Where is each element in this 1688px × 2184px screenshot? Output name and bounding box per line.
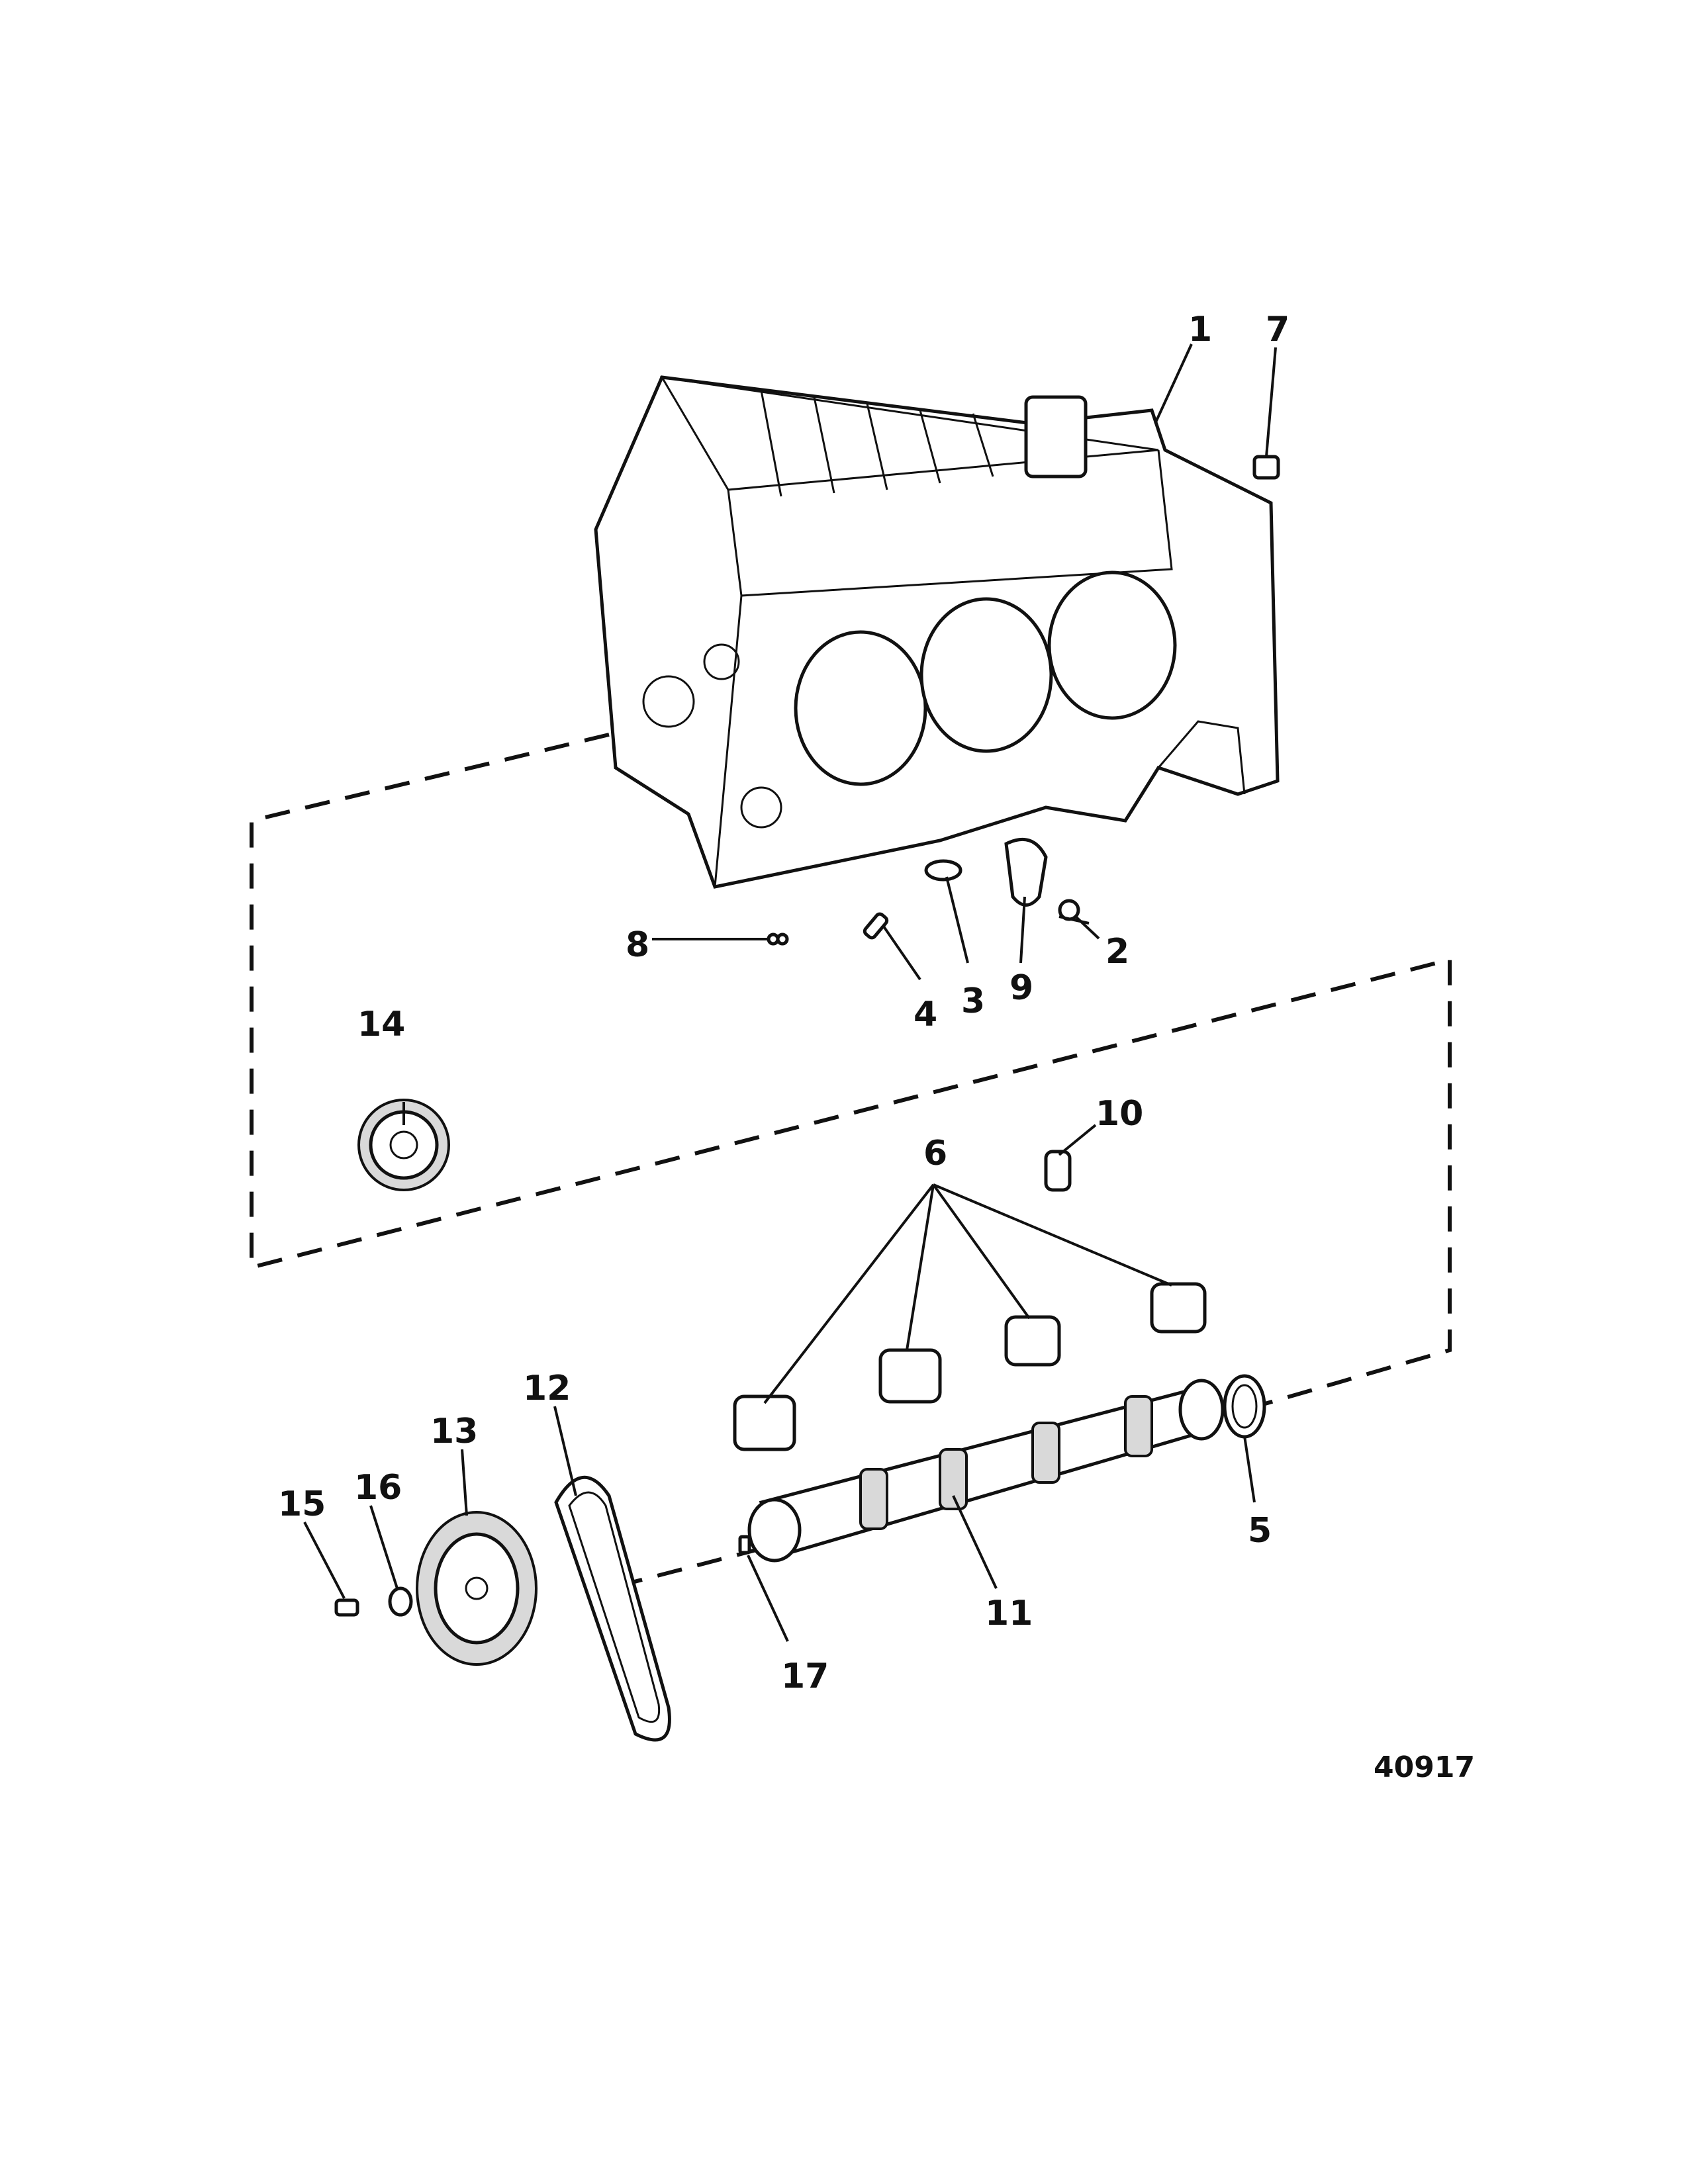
callout-labels: 1 2 3 4 5 6 7 8 9 10 11 12 13 14 15 16 1… [278,310,1289,1696]
sprocket-bolt [334,1598,359,1617]
elbow-fitting [1004,837,1048,907]
timing-chain [554,1476,671,1742]
callout-13: 13 [430,1412,478,1451]
callout-6: 6 [923,1134,947,1173]
oil-pressure-fitting [1044,1150,1072,1192]
washer [924,859,962,882]
callout-16: 16 [354,1468,402,1508]
sprocket-washer [388,1586,413,1617]
callout-2: 2 [1105,932,1129,972]
camshaft [747,1379,1225,1563]
callout-14: 14 [357,1005,405,1044]
camshaft-key [738,1535,751,1555]
callout-9: 9 [1009,968,1033,1008]
cylinder-block [594,375,1280,889]
callout-17: 17 [781,1657,829,1696]
callout-1: 1 [1188,310,1212,349]
callout-5: 5 [1248,1511,1272,1551]
camshaft-sprocket [416,1511,538,1666]
callout-4: 4 [914,995,937,1034]
leader-lines [303,343,1277,1642]
camshaft-rear-plug [1223,1374,1266,1439]
callout-15: 15 [278,1484,326,1524]
camshaft-bearings [733,1282,1207,1451]
drain-cock [1058,899,1090,925]
reference-number: 40917 [1374,1751,1475,1784]
callout-12: 12 [523,1369,571,1408]
callout-7: 7 [1266,310,1289,349]
callout-10: 10 [1096,1094,1143,1134]
callout-11: 11 [985,1594,1033,1633]
pipe-plug [1252,455,1280,480]
callout-3: 3 [961,981,985,1021]
dowel-pin [863,912,889,940]
small-plug [767,933,789,946]
callout-8: 8 [626,925,649,965]
